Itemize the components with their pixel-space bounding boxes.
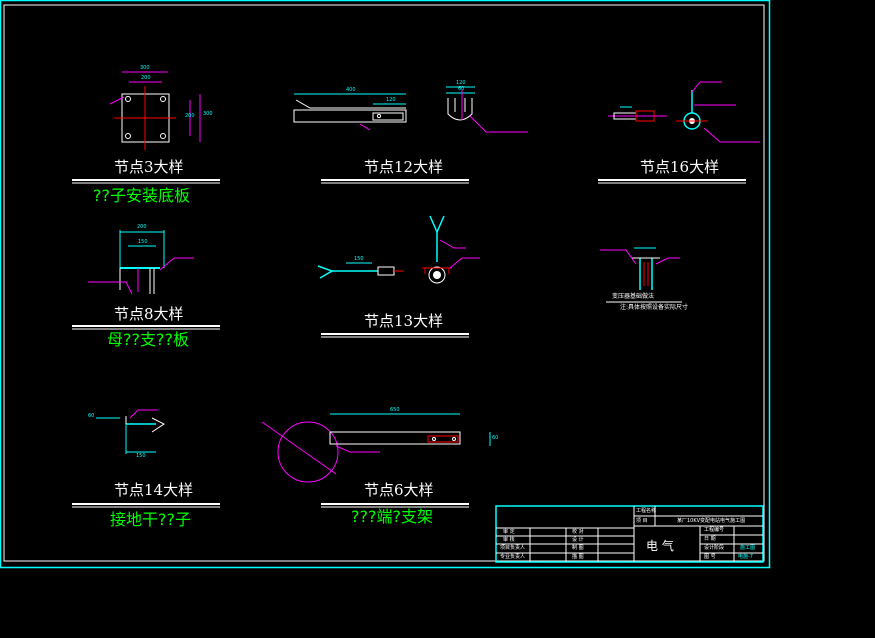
- detail-3-label: 节点3大样: [114, 158, 184, 176]
- dim-d3-right1: 300: [203, 111, 213, 117]
- detail-6-label: 节点6大样: [364, 481, 434, 499]
- tb-project-label: 工程名称: [636, 508, 657, 514]
- tb-right-label-2: 日 期: [704, 536, 716, 542]
- detail-6-caption: ???端?支架: [351, 507, 433, 526]
- dim-d14-len: 150: [136, 453, 146, 459]
- transformer-base-drawing: [600, 247, 682, 303]
- dim-d6-len: 650: [390, 407, 400, 413]
- tb-drawing-title: 某厂10KV变配电站电气施工图: [677, 518, 746, 524]
- transformer-note-title: 变压器基础做法: [612, 293, 655, 300]
- dim-d12-part: 120: [386, 97, 396, 103]
- dim-d12-top: 120: [456, 80, 466, 86]
- inner-frame: [3, 4, 765, 562]
- tb-right-value-3: 施工图: [740, 545, 756, 551]
- tb-row-left-2: 审 核: [503, 537, 515, 543]
- tb-row-mid-2: 设 计: [572, 537, 584, 543]
- detail-3-caption: ??子安装底板: [93, 186, 190, 205]
- tb-discipline: 电 气: [646, 539, 674, 553]
- dim-d8-top1: 200: [137, 224, 147, 230]
- dim-d6-h: 60: [492, 435, 499, 441]
- dim-d13-len: 150: [354, 256, 364, 262]
- detail-13-label: 节点13大样: [364, 312, 444, 330]
- tb-item-label: 项 目: [636, 518, 648, 524]
- detail-14-caption: 接地干??子: [110, 510, 191, 529]
- detail-6-drawing: [261, 413, 491, 483]
- detail-14-label: 节点14大样: [114, 481, 194, 499]
- dim-d3-top2: 200: [141, 75, 151, 81]
- tb-row-left-1: 审 定: [503, 529, 515, 535]
- detail-8-label: 节点8大样: [114, 305, 184, 323]
- detail-3-drawing: [109, 71, 201, 150]
- tb-row-mid-3: 制 图: [572, 545, 584, 551]
- dim-d12-sub: 60: [458, 86, 465, 92]
- dim-d3-right2: 200: [185, 113, 195, 119]
- tb-right-value-4: 电施-7: [738, 554, 753, 560]
- tb-row-left-4: 专业负责人: [500, 554, 526, 560]
- detail-8-drawing: [88, 230, 194, 295]
- dim-d8-top2: 150: [138, 239, 148, 245]
- transformer-note-subtitle: 注:具体按照设备实际尺寸: [620, 304, 689, 311]
- tb-right-label-1: 工程编号: [704, 527, 725, 533]
- dim-d14-h: 60: [88, 413, 95, 419]
- detail-14-drawing: [96, 409, 165, 454]
- label-underlines: [72, 179, 746, 508]
- dim-d3-top1: 300: [140, 65, 150, 71]
- detail-16-drawing: [608, 81, 760, 143]
- tb-row-mid-4: 描 图: [572, 554, 584, 560]
- detail-12-drawing: [293, 86, 528, 133]
- title-block: [495, 505, 764, 563]
- tb-row-mid-1: 校 对: [572, 529, 584, 535]
- detail-12-label: 节点12大样: [364, 158, 444, 176]
- outer-frame: [0, 0, 771, 569]
- detail-16-label: 节点16大样: [640, 158, 720, 176]
- dim-d12-total: 400: [346, 87, 356, 93]
- tb-right-label-3: 设计阶段: [704, 545, 725, 551]
- detail-8-caption: 母??支??板: [107, 330, 189, 349]
- tb-row-left-3: 项目负责人: [500, 545, 526, 551]
- detail-13-drawing: [317, 215, 480, 284]
- tb-right-label-4: 图 号: [704, 554, 716, 560]
